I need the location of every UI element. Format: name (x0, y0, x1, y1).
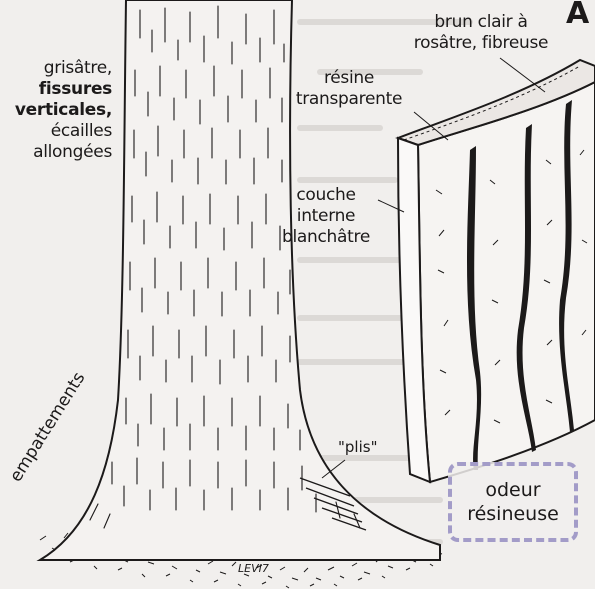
inner-layer-label: couche interne blanchâtre (266, 185, 386, 248)
inner-line2: interne (266, 206, 386, 227)
trunk-line2: fissures (0, 79, 112, 100)
trunk-line1: grisâtre, (0, 58, 112, 79)
resin-line2: transparente (284, 89, 414, 110)
trunk-line3-bold: verticales, (15, 100, 112, 120)
trunk-label: grisâtre, fissures verticales, écailles … (0, 58, 112, 163)
inner-line1: couche (266, 185, 386, 206)
inner-line3: blanchâtre (266, 227, 386, 248)
bark-color-label: brun clair à rosâtre, fibreuse (396, 12, 566, 54)
artist-signature: LEVI7 (238, 562, 269, 575)
trunk-line5: allongées (0, 142, 112, 163)
trunk-line3: verticales, (0, 100, 112, 121)
folds-label: "plis" (338, 438, 377, 456)
bark-color-line2: rosâtre, fibreuse (396, 33, 566, 54)
odor-line1: odeur (485, 478, 540, 502)
resin-line1: résine (284, 68, 414, 89)
odor-box: odeur résineuse (448, 462, 578, 542)
bark-color-line1: brun clair à (396, 12, 566, 33)
resin-label: résine transparente (284, 68, 414, 110)
odor-line2: résineuse (467, 502, 559, 526)
trunk-line4: écailles (0, 121, 112, 142)
trunk-line2-bold: fissures (39, 79, 112, 99)
corner-letter: A (566, 0, 589, 31)
